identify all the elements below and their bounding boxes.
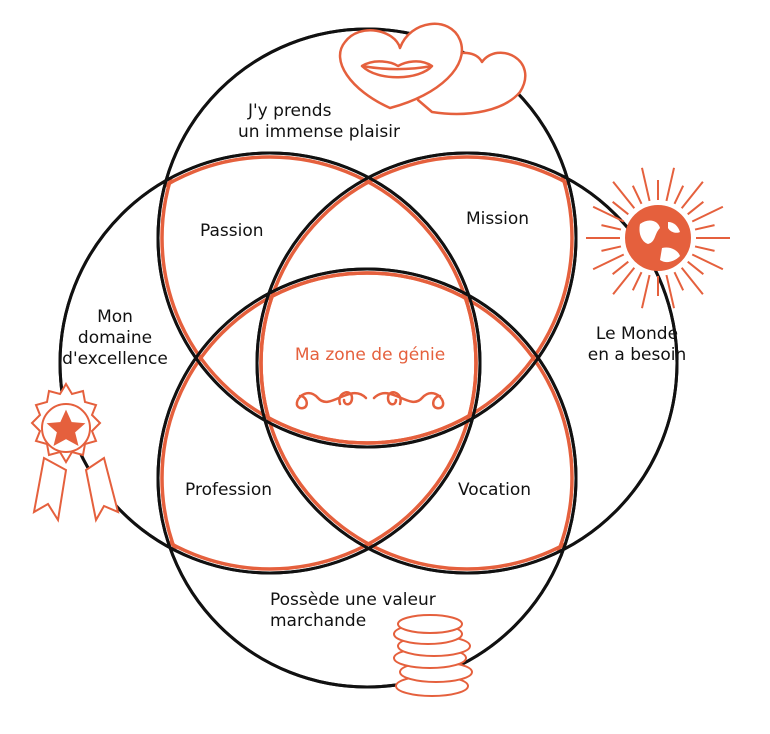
sun-ray	[694, 224, 715, 231]
sun-ray	[673, 271, 685, 291]
sun-ray	[631, 185, 643, 205]
sun-ray	[665, 167, 675, 202]
sun-ray	[673, 185, 685, 205]
sun-ray	[694, 245, 715, 252]
sun-ray	[612, 181, 636, 209]
sun-ray	[641, 274, 651, 309]
sun-ray	[641, 167, 651, 202]
sun-ray	[687, 201, 704, 216]
coins-stack-icon	[393, 614, 473, 697]
intersection-mission: Mission	[466, 209, 530, 229]
sun-ray	[631, 271, 643, 291]
sun-ray	[691, 205, 724, 223]
center-zone-label: Ma zone de génie	[294, 345, 446, 365]
right-circle-label: Le Monde en a besoin	[572, 324, 702, 366]
sun-ray	[612, 201, 629, 216]
top-circle-label-line2: un immense plaisir	[238, 122, 400, 142]
intersection-outlines	[158, 153, 576, 573]
sun-ray	[601, 224, 622, 231]
sun-ray	[680, 181, 704, 209]
left-circle-label: Mon domaine d'excellence	[40, 307, 190, 370]
sun-ray	[612, 267, 636, 295]
right-circle-label-line1: Le Monde	[595, 324, 679, 344]
sun-globe-icon	[586, 167, 730, 309]
sun-ray	[687, 260, 704, 275]
intersection-passion: Passion	[200, 221, 264, 241]
bottom-circle-label: Possède une valeur marchande	[270, 590, 436, 632]
left-circle-label-line3: d'excellence	[62, 349, 168, 369]
sun-ray	[612, 260, 629, 275]
sun-ray	[691, 253, 724, 271]
left-circle-label-line1: Mon	[97, 307, 133, 327]
sun-ray	[665, 274, 675, 309]
sun-ray	[601, 245, 622, 252]
right-circle-label-line2: en a besoin	[587, 345, 687, 365]
bottom-circle-label-line2: marchande	[270, 611, 367, 631]
intersection-vocation: Vocation	[458, 480, 532, 500]
bottom-circle-label-line1: Possède une valeur	[270, 590, 436, 610]
ribbon-star-icon	[30, 382, 120, 523]
intersection-profession: Profession	[185, 480, 273, 500]
flourish-ornament	[295, 391, 445, 410]
sun-ray	[592, 205, 625, 223]
sun-ray	[680, 267, 704, 295]
top-circle-label: J'y prends un immense plaisir	[238, 101, 400, 143]
heart-lips-icon	[338, 22, 527, 116]
sun-ray	[592, 253, 625, 271]
top-circle-label-line1: J'y prends	[248, 101, 332, 121]
left-circle-label-line2: domaine	[77, 328, 153, 348]
